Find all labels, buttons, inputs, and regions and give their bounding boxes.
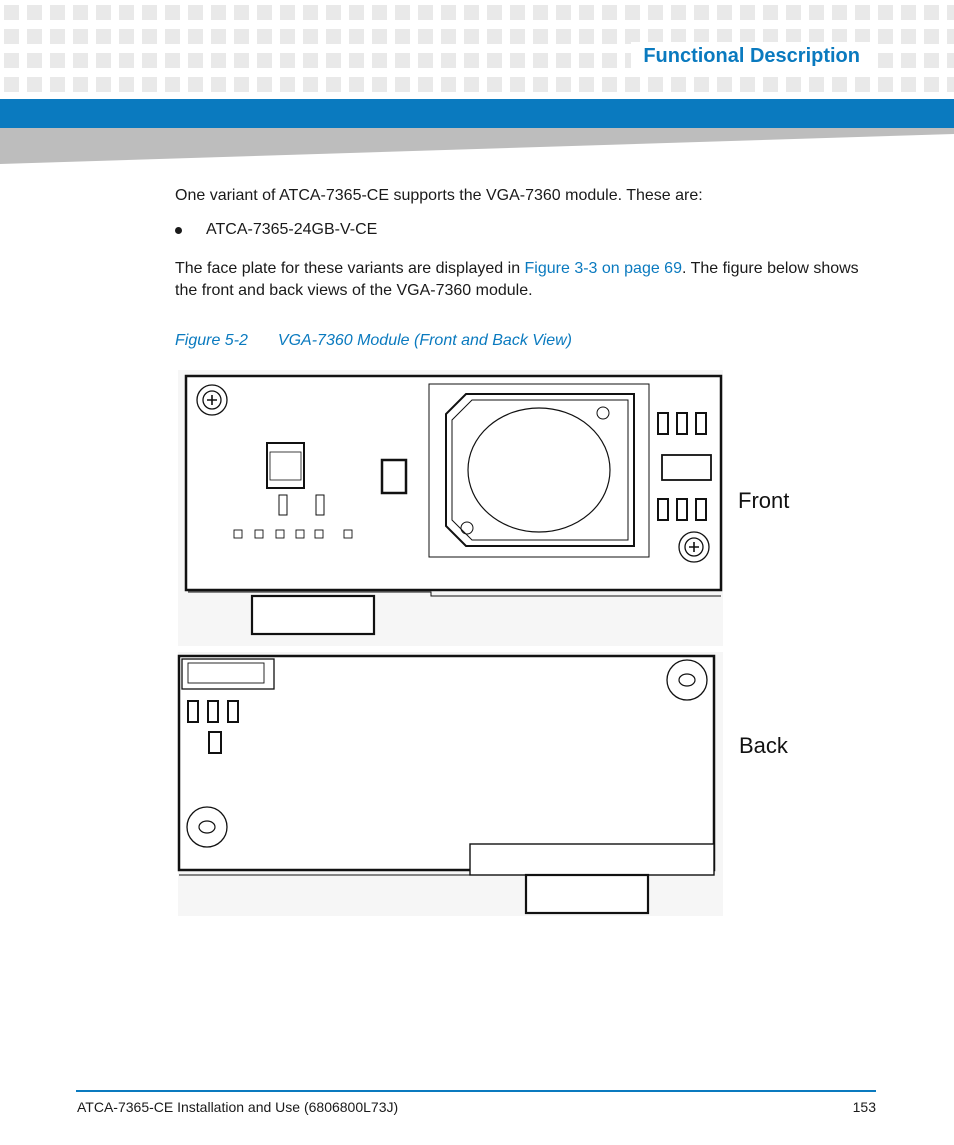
header-grey-wedge (0, 128, 954, 164)
paragraph-text: . The figure below shows the front and b… (175, 260, 859, 299)
back-edge-connector (469, 843, 715, 876)
header-blue-bar (0, 99, 954, 128)
bullet-icon (175, 227, 182, 234)
front-connector (250, 594, 376, 636)
intro-paragraph: One variant of ATCA-7365-CE supports the… (175, 187, 703, 204)
front-board (184, 374, 723, 592)
front-label: Front (738, 488, 789, 513)
back-label: Back (739, 733, 789, 758)
vga-module-figure: Front Back (177, 370, 789, 916)
back-board (177, 654, 716, 872)
figure-number: Figure 5-2 (175, 332, 248, 349)
figure-caption: Figure 5-2 VGA-7360 Module (Front and Bac… (175, 330, 572, 352)
bullet-item: ATCA-7365-24GB-V-CE (206, 221, 378, 238)
paragraph-text: The face plate for these variants are di… (175, 260, 525, 277)
footer-rule (76, 1090, 876, 1092)
back-connector (524, 873, 650, 915)
footer-doc-title: ATCA-7365-CE Installation and Use (68068… (77, 1099, 399, 1115)
figure-3-3-link[interactable]: Figure 3-3 on page 69 (524, 260, 682, 277)
figure-title: VGA-7360 Module (Front and Back View) (277, 332, 572, 349)
faceplate-paragraph: The face plate for these variants are di… (175, 258, 880, 302)
heatsink (428, 383, 650, 558)
page-number: 153 (852, 1099, 876, 1115)
section-title: Functional Description (631, 42, 872, 70)
